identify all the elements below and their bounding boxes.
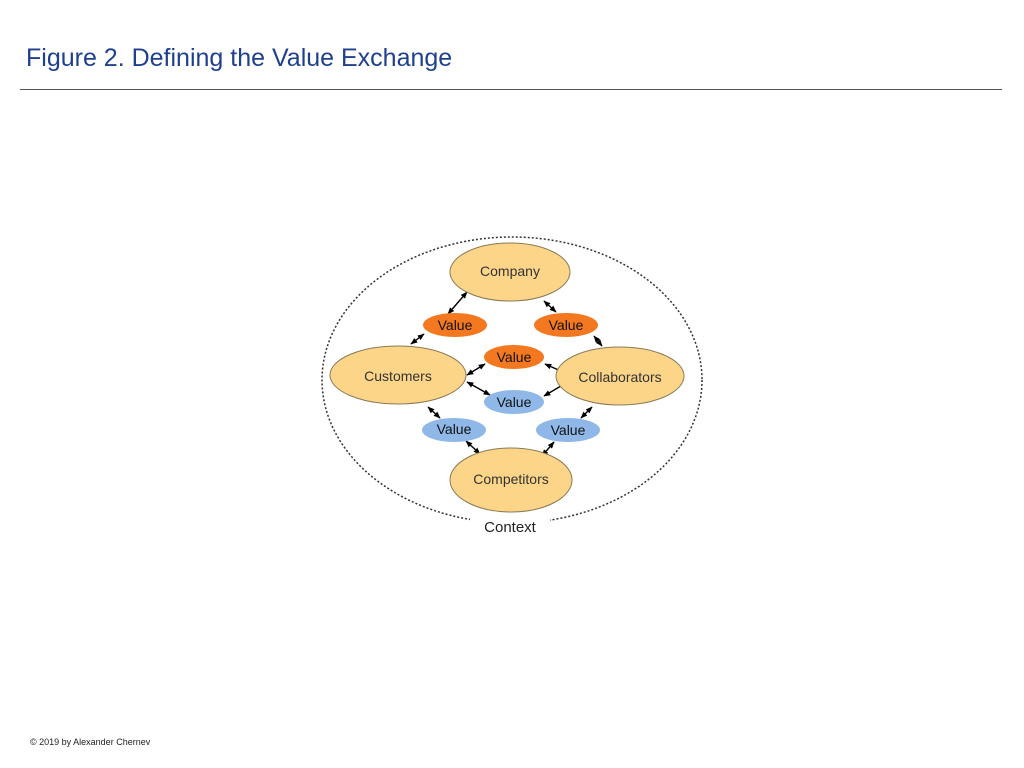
value-oval bbox=[423, 313, 487, 337]
value-label: Value bbox=[438, 317, 473, 333]
value-customers-collaborators-top: Value bbox=[484, 345, 544, 369]
entity-collaborators: Collaborators bbox=[555, 346, 685, 406]
value-oval bbox=[534, 313, 598, 337]
competitors-label: Competitors bbox=[473, 471, 548, 487]
arrow-company-to-value-right bbox=[543, 300, 557, 313]
customers-label: Customers bbox=[364, 368, 432, 384]
collaborators-label: Collaborators bbox=[578, 369, 661, 385]
copyright-notice: © 2019 by Alexander Chernev bbox=[30, 737, 151, 747]
figure-title: Figure 2. Defining the Value Exchange bbox=[26, 44, 453, 72]
collaborators-node bbox=[555, 346, 685, 406]
value-oval bbox=[484, 345, 544, 369]
arrow-customers-to-value-low-left bbox=[427, 406, 441, 419]
value-customers-competitors: Value bbox=[422, 418, 486, 442]
title-divider bbox=[20, 89, 1002, 90]
value-customers-collaborators-bottom: Value bbox=[484, 390, 544, 414]
arrow-customers-to-value-mid-top bbox=[466, 363, 486, 376]
competitors-node bbox=[449, 447, 573, 513]
value-label: Value bbox=[437, 421, 472, 437]
entity-customers: Customers bbox=[329, 345, 467, 405]
entity-company: Company bbox=[449, 242, 571, 302]
entity-competitors: Competitors bbox=[449, 447, 573, 513]
customers-node bbox=[329, 345, 467, 405]
value-company-collaborators: Value bbox=[534, 313, 598, 337]
context-label-backdrop bbox=[470, 513, 550, 533]
value-oval bbox=[484, 390, 544, 414]
value-label: Value bbox=[549, 317, 584, 333]
value-label: Value bbox=[497, 349, 532, 365]
arrow-value-left-to-customers bbox=[410, 333, 425, 345]
arrow-customers-to-value-mid-bottom bbox=[466, 381, 491, 396]
arrow-company-to-value-left bbox=[447, 291, 468, 315]
arrow-value-right-to-collaborators bbox=[593, 335, 603, 347]
value-label: Value bbox=[497, 394, 532, 410]
context-boundary bbox=[321, 236, 703, 524]
arrow-collaborators-to-value-low-right bbox=[580, 406, 593, 419]
value-collaborators-competitors: Value bbox=[536, 418, 600, 442]
value-label: Value bbox=[551, 422, 586, 438]
value-company-customers: Value bbox=[423, 313, 487, 337]
company-node bbox=[449, 242, 571, 302]
arrow-value-low-left-to-competitors bbox=[465, 440, 481, 455]
context-label: Context bbox=[484, 519, 537, 536]
value-oval bbox=[536, 418, 600, 442]
value-oval bbox=[422, 418, 486, 442]
company-label: Company bbox=[480, 263, 540, 279]
